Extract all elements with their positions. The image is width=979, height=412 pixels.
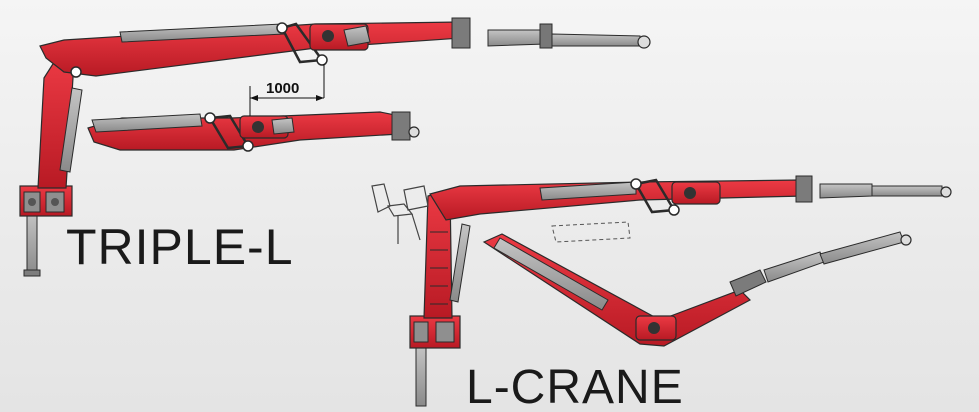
l-crane-label: L-CRANE xyxy=(466,361,684,412)
l-crane-ladder xyxy=(430,231,448,305)
triple-l-extension-2 xyxy=(551,33,641,47)
triple-l-base xyxy=(19,185,73,217)
l-crane-extension-2 xyxy=(871,185,943,197)
triple-l-label: TRIPLE-L xyxy=(66,219,294,275)
triple-l-extension-1 xyxy=(487,29,547,47)
l-crane-support-leg xyxy=(415,345,427,407)
triple-l-support-leg xyxy=(26,211,38,275)
dimension-label: 1000 xyxy=(266,80,299,97)
l-crane-base xyxy=(409,315,461,349)
l-crane-extension-1 xyxy=(819,183,873,199)
triple-l-lift-cylinder xyxy=(59,87,83,173)
l-crane xyxy=(371,175,952,407)
l-crane-folded-boom xyxy=(482,233,751,347)
operator-seat xyxy=(371,183,429,244)
triple-l-crane: 1000 xyxy=(19,17,651,277)
dimension-marker: 1000 xyxy=(249,64,325,116)
